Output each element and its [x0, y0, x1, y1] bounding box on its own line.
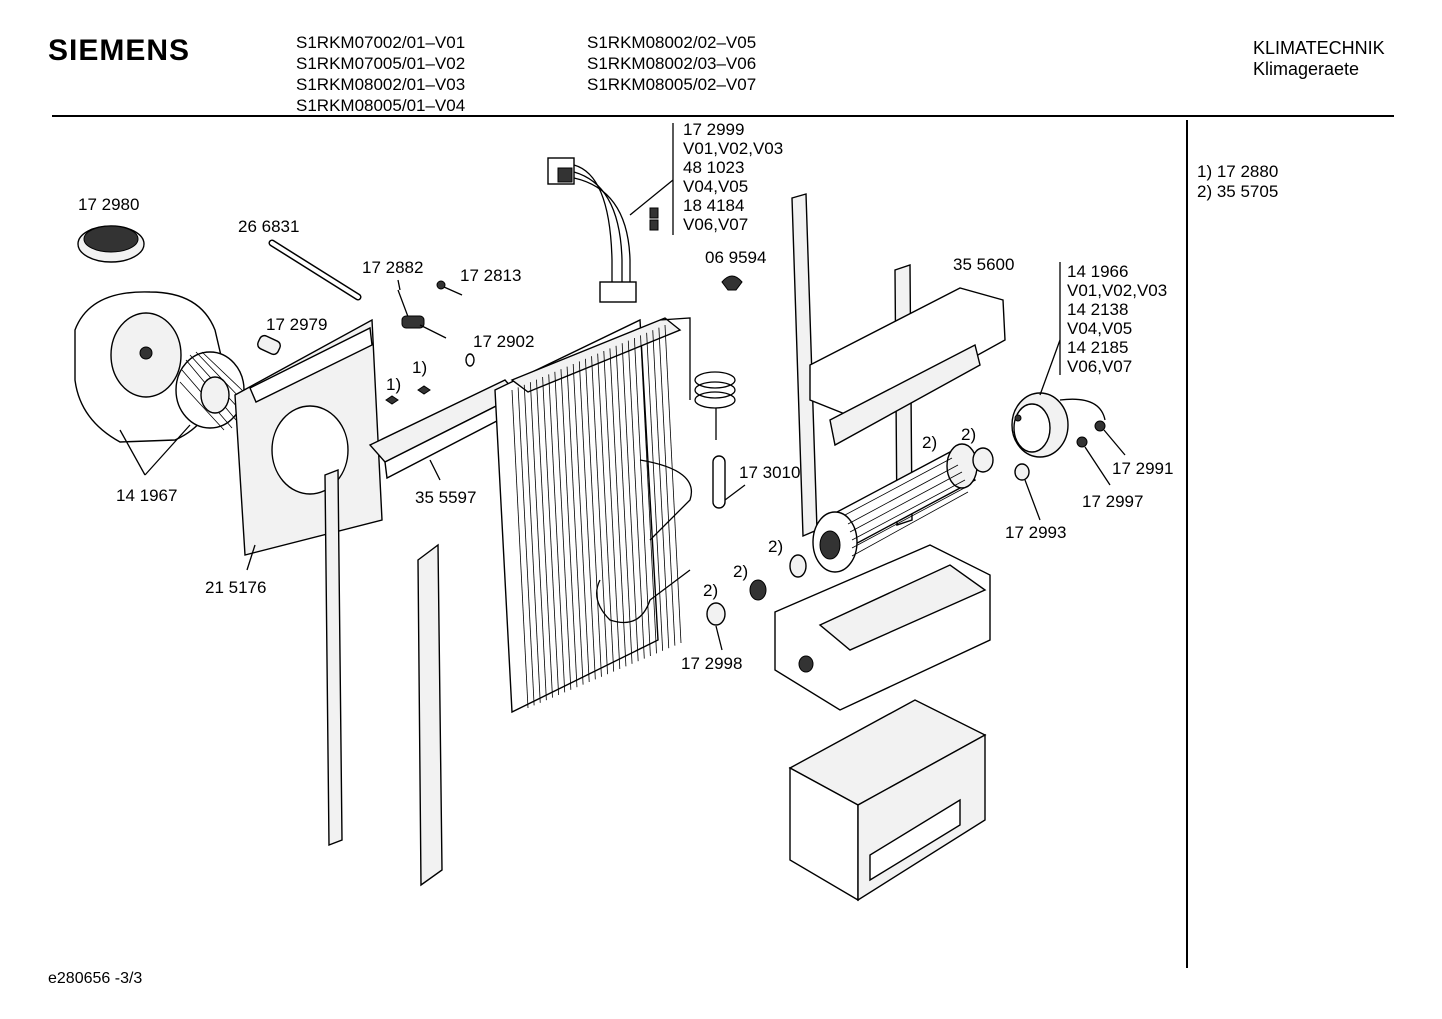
ref-1-marker: 1)	[412, 358, 427, 377]
footnotes: 1) 17 2880 2) 35 5705	[1197, 162, 1278, 202]
label-14-2185: 14 2185	[1067, 338, 1128, 357]
fan-nut-part	[706, 602, 726, 626]
label-variant: V04,V05	[1067, 319, 1132, 338]
label-14-1966: 14 1966	[1067, 262, 1128, 281]
ref-2-marker: 2)	[922, 433, 937, 452]
crossflow-fan-part	[812, 443, 978, 573]
control-box-part	[368, 379, 520, 480]
air-guide-part	[809, 287, 1006, 447]
bushing-part	[1014, 463, 1030, 481]
label-17-2980: 17 2980	[78, 195, 139, 214]
label-18-4184: 18 4184	[683, 196, 744, 215]
category-title: KLIMATECHNIK	[1253, 38, 1385, 58]
fan-motor-part	[1011, 392, 1106, 458]
sidebar-divider	[1186, 120, 1188, 968]
filter-drier-part	[712, 455, 726, 509]
clip-part	[385, 385, 431, 405]
label-06-9594: 06 9594	[705, 248, 766, 267]
ref-2-marker: 2)	[768, 537, 783, 556]
label-17-2999: 17 2999	[683, 120, 744, 139]
label-variant: V01,V02,V03	[1067, 281, 1167, 300]
model-list-right: S1RKM08002/02–V05 S1RKM08002/03–V06 S1RK…	[587, 32, 756, 95]
seal-ring-part	[465, 353, 475, 367]
ref-2-marker: 2)	[733, 562, 748, 581]
motor-screw-part	[1094, 420, 1106, 432]
drain-tray-part	[774, 544, 991, 711]
label-17-2902: 17 2902	[473, 332, 534, 351]
label-17-2998: 17 2998	[681, 654, 742, 673]
base-stand-part	[788, 699, 987, 902]
thermostat-part	[397, 289, 447, 339]
footnote-2: 2) 35 5705	[1197, 182, 1279, 201]
model-number: S1RKM08002/02–V05	[587, 33, 757, 52]
header-divider	[52, 115, 1394, 117]
label-variant: V06,V07	[683, 215, 748, 234]
evaporator-coil-part	[494, 317, 692, 714]
ref-2-marker: 2)	[703, 581, 718, 600]
category-subtitle: Klimageraete	[1253, 59, 1360, 79]
holder-clip-part	[721, 275, 743, 291]
label-14-2138: 14 2138	[1067, 300, 1128, 319]
label-17-2993: 17 2993	[1005, 523, 1066, 542]
fan-bearing-part	[749, 447, 994, 601]
wiring-harness-part	[547, 157, 659, 303]
label-17-2997: 17 2997	[1082, 492, 1143, 511]
ref-1-marker: 1)	[386, 375, 401, 394]
label-17-2813: 17 2813	[460, 266, 521, 285]
label-variant: V01,V02,V03	[683, 139, 783, 158]
capillary-tube-part	[689, 340, 736, 440]
filter-cap-part	[77, 225, 145, 263]
label-26-6831: 26 6831	[238, 217, 299, 236]
capacitor-part	[257, 334, 281, 356]
category-block: KLIMATECHNIK Klimageraete	[1253, 38, 1385, 80]
label-48-1023: 48 1023	[683, 158, 744, 177]
ref-2-marker: 2)	[961, 425, 976, 444]
label-variant: V06,V07	[1067, 357, 1132, 376]
label-17-2979: 17 2979	[266, 315, 327, 334]
model-number: S1RKM07002/01–V01	[296, 33, 466, 52]
model-number: S1RKM08002/01–V03	[296, 75, 466, 94]
model-list-left: S1RKM07002/01–V01 S1RKM07005/01–V02 S1RK…	[296, 32, 465, 116]
label-21-5176: 21 5176	[205, 578, 266, 597]
diagram-id: e280656 -3/3	[48, 970, 143, 987]
footnote-1: 1) 17 2880	[1197, 162, 1279, 181]
motor-nut-part	[1076, 436, 1088, 448]
label-14-1967: 14 1967	[116, 486, 177, 505]
label-35-5597: 35 5597	[415, 488, 476, 507]
model-number: S1RKM08005/02–V07	[587, 75, 757, 94]
model-number: S1RKM07005/01–V02	[296, 54, 466, 73]
model-number: S1RKM08002/03–V06	[587, 54, 757, 73]
model-number: S1RKM08005/01–V04	[296, 96, 466, 115]
label-35-5600: 35 5600	[953, 255, 1014, 274]
label-variant: V04,V05	[683, 177, 748, 196]
label-17-2991: 17 2991	[1112, 459, 1173, 478]
label-17-2882: 17 2882	[362, 258, 423, 277]
blower-mount-panel-part	[234, 318, 383, 556]
blower-housing-part	[74, 291, 245, 443]
leader-lines	[119, 123, 1126, 651]
brand-logo: SIEMENS	[48, 34, 191, 67]
screw-part	[436, 280, 463, 296]
label-17-3010: 17 3010	[739, 463, 800, 482]
